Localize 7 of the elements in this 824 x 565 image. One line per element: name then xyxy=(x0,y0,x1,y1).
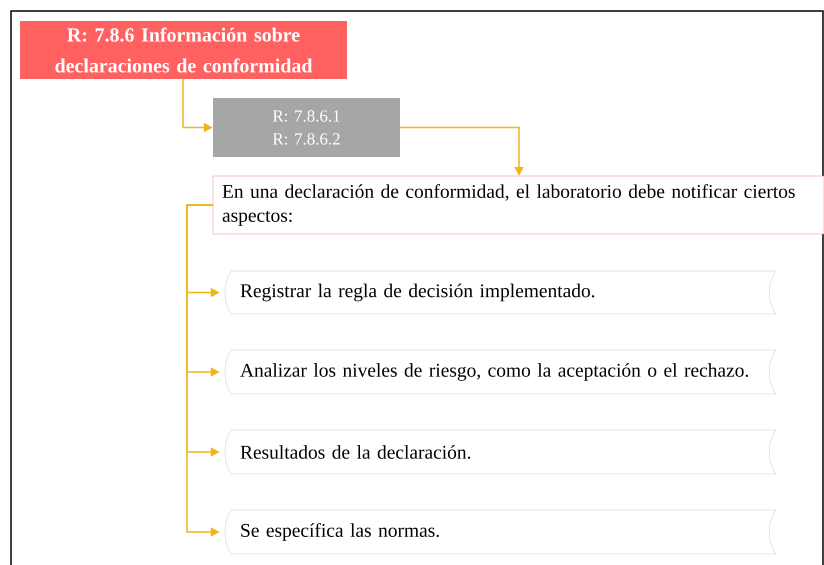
scroll-box: Analizar los niveles de riesgo, como la aceptación o el rechazo. xyxy=(224,350,776,394)
scroll-box: Resultados de la declaración. xyxy=(224,430,776,474)
text-box: En una declaración de conformidad, el laboratorio debe notificar ciertos aspectos: xyxy=(212,176,824,234)
scroll-box: Registrar la regla de decisión implementado. xyxy=(224,270,776,314)
scroll-box: Se específica las normas. xyxy=(224,510,776,554)
reference-box: R: 7.8.6.1 R: 7.8.6.2 xyxy=(213,98,400,157)
heading-box: R: 7.8.6 Información sobre declaraciones de conformidad xyxy=(20,21,347,79)
